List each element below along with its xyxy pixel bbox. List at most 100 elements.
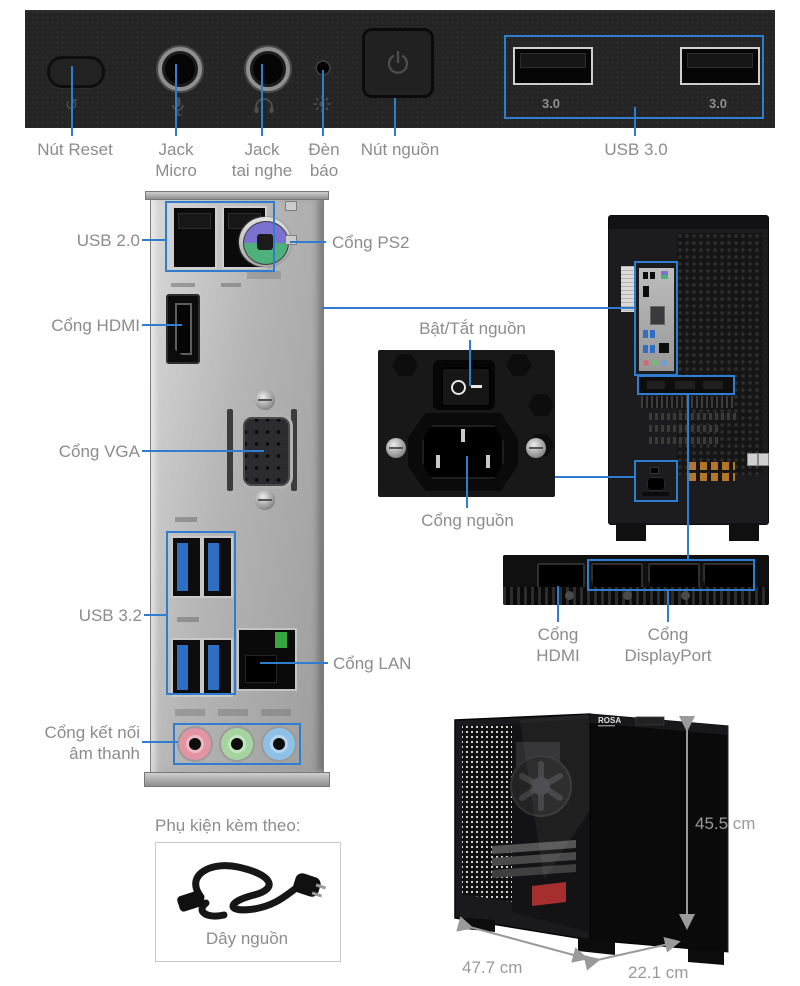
usb30-print: 3.0 xyxy=(708,96,728,111)
leader-line xyxy=(557,586,559,622)
case-io-shield xyxy=(639,268,674,371)
label-hdmi: Cổng HDMI xyxy=(51,316,140,335)
accessory-item-label: Dây nguồn xyxy=(205,929,289,948)
glass-reflection xyxy=(520,714,590,880)
leader-line xyxy=(466,456,468,508)
vent-hex xyxy=(392,354,418,376)
case-foot xyxy=(616,523,646,541)
lan-port xyxy=(237,628,297,691)
silkscreen-marks xyxy=(261,709,291,716)
warranty-sticker xyxy=(532,882,566,906)
expansion-slot-cover xyxy=(649,425,719,432)
highlight-box-case-psu xyxy=(634,460,678,502)
panel-vent xyxy=(291,409,297,491)
leader-line xyxy=(144,614,168,616)
dimension-height: 45.5 cm xyxy=(695,814,755,833)
leader-line xyxy=(142,741,178,743)
bracket-screw xyxy=(565,591,574,600)
leader-line xyxy=(634,107,636,136)
accessories-heading: Phụ kiện kèm theo: xyxy=(155,816,301,835)
usb3-port xyxy=(513,47,593,85)
headphone-jack xyxy=(246,47,290,91)
label-power-inlet: Cổng nguồn xyxy=(421,511,514,530)
leader-line xyxy=(142,239,166,241)
usb3-port xyxy=(171,536,202,598)
label-reset: Nút Reset xyxy=(37,140,113,159)
label-usb30: USB 3.0 xyxy=(604,140,668,159)
label-usb20: USB 2.0 xyxy=(76,231,140,250)
label-ps2: Cổng PS2 xyxy=(332,233,410,252)
leader-line xyxy=(142,450,264,452)
io-panel-top-edge xyxy=(145,191,329,200)
highlight-box-case-gpu xyxy=(637,375,735,395)
ps2-tab xyxy=(285,201,297,211)
usb3-port xyxy=(171,638,202,697)
leader-line xyxy=(71,66,73,136)
inlet-pin xyxy=(436,455,440,468)
case-front-panel xyxy=(589,713,729,953)
io-panel-photo xyxy=(150,196,324,774)
label-power-switch: Bật/Tắt nguồn xyxy=(419,319,526,338)
highlight-box-case-io xyxy=(634,261,678,376)
ps2-port xyxy=(239,217,291,267)
power-switch xyxy=(433,360,495,410)
silkscreen-marks xyxy=(175,517,197,522)
expansion-slot-cover xyxy=(649,437,719,444)
expansion-slots xyxy=(492,840,576,878)
usb3-port xyxy=(202,536,233,598)
label-usb32: USB 3.2 xyxy=(78,606,142,625)
power-inlet xyxy=(408,413,518,491)
microphone-icon xyxy=(172,97,184,116)
ps2-tab xyxy=(285,235,297,245)
label-power: Nút nguồn xyxy=(360,140,440,159)
dimension-width: 22.1 cm xyxy=(628,963,688,982)
silkscreen-marks xyxy=(175,709,205,716)
highlight-box-usb20 xyxy=(165,201,275,272)
gpu-hdmi-port xyxy=(537,563,585,589)
thumbscrew xyxy=(758,453,769,466)
expansion-slot-cover xyxy=(649,413,737,420)
bracket-screw xyxy=(623,591,632,600)
leader-line xyxy=(667,589,669,622)
usb3-port xyxy=(202,638,233,697)
headphones-icon xyxy=(254,98,274,113)
case-logo: ROSA xyxy=(598,716,621,725)
highlight-box-displayport xyxy=(587,559,755,591)
label-vga: Cổng VGA xyxy=(58,442,140,461)
leader-line xyxy=(290,241,326,243)
power-cable-image xyxy=(177,862,327,920)
audio-jack-linein xyxy=(263,728,295,760)
case-sticker xyxy=(621,266,634,312)
inlet-screw xyxy=(526,438,546,458)
switch-on-mark xyxy=(471,385,482,388)
inlet-pin xyxy=(461,429,465,442)
silkscreen-marks xyxy=(171,283,195,287)
silkscreen-marks xyxy=(177,617,199,622)
case-front-photo: ROSA 45.5 cm 47.7 cm 22.1 cm xyxy=(454,713,755,982)
leader-line xyxy=(142,324,182,326)
silkscreen-marks xyxy=(218,709,248,716)
leader-line xyxy=(469,340,471,386)
usb3-port xyxy=(680,47,760,85)
leader-line xyxy=(322,70,324,136)
inlet-pin xyxy=(486,455,490,468)
label-lan: Cổng LAN xyxy=(333,654,412,673)
model-badge xyxy=(635,716,665,726)
vga-screw xyxy=(255,490,275,510)
case-mesh-vent xyxy=(677,233,763,475)
switch-off-mark xyxy=(451,380,466,395)
indicator-led xyxy=(317,62,329,74)
dimension-depth: 47.7 cm xyxy=(462,958,522,977)
connector-line xyxy=(555,476,635,478)
bracket-screw xyxy=(681,591,690,600)
vent-hex xyxy=(506,354,532,376)
usb30-print: 3.0 xyxy=(541,96,561,111)
power-button xyxy=(362,28,434,98)
power-icon xyxy=(387,50,409,74)
highlight-box-usb32 xyxy=(166,531,236,695)
